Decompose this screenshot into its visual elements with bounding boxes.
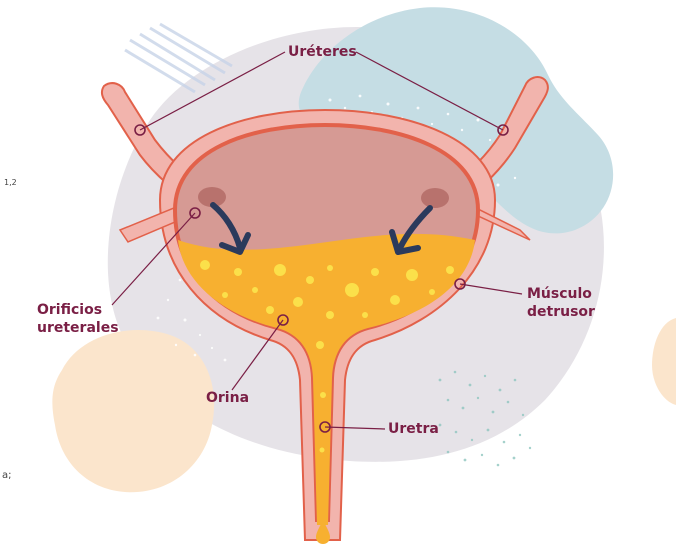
leader-lines — [111, 51, 523, 430]
orifice-left — [198, 187, 226, 207]
edge-superscript: 1,2 — [4, 178, 17, 187]
orifice-right — [421, 188, 449, 208]
teal-dots — [438, 370, 532, 467]
label-orina: Orina — [206, 390, 250, 406]
label-musculo-line1: Músculo — [527, 286, 592, 302]
urine — [178, 233, 475, 525]
label-ureteres: Uréteres — [288, 44, 357, 60]
arrow-right — [389, 205, 433, 255]
speckle-texture — [156, 94, 517, 362]
label-musculo-line2: detrusor — [527, 304, 595, 320]
label-orificios-line2: ureterales — [37, 320, 119, 336]
flow-arrows — [210, 202, 433, 255]
peach-blob-right — [652, 318, 676, 405]
brush-strokes — [124, 22, 233, 94]
edge-char: a; — [2, 470, 12, 481]
arrow-left — [210, 202, 251, 255]
urine-drip — [316, 520, 330, 544]
urine-bubbles — [200, 260, 454, 453]
label-uretra: Uretra — [388, 421, 439, 437]
label-orificios-line1: Orificios — [37, 302, 103, 318]
peach-blob-left — [52, 330, 215, 493]
leader-markers — [134, 124, 509, 433]
